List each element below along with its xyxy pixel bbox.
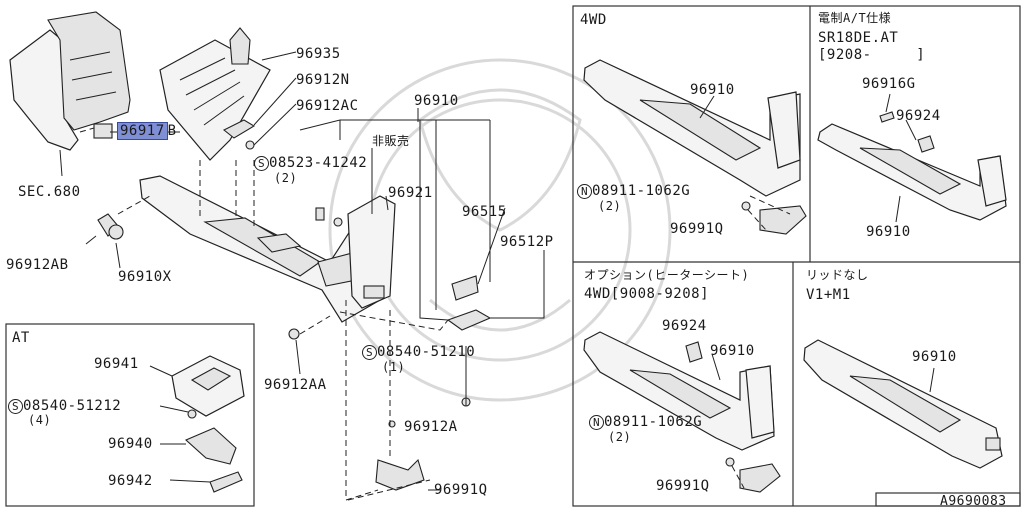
- label-96910X[interactable]: 96910X: [118, 269, 172, 285]
- shift-boot-drawing: [159, 27, 297, 161]
- label-96935[interactable]: 96935: [296, 46, 341, 62]
- bolt-part-number: 08523-41242: [269, 155, 368, 171]
- s-symbol: S: [8, 399, 23, 414]
- label-option-96924[interactable]: 96924: [662, 318, 707, 334]
- label-96912A[interactable]: 96912A: [404, 419, 458, 435]
- panel-at-spec-title1: 電制A/T仕様: [818, 11, 892, 25]
- n-symbol: N: [577, 184, 592, 199]
- n-symbol: N: [589, 415, 604, 430]
- watermark-emblem: [328, 58, 672, 402]
- label-96512P[interactable]: 96512P: [500, 234, 554, 250]
- diagram-code: A9690083: [940, 494, 1007, 509]
- clip-96912N-drawing: [222, 119, 256, 139]
- label-96940[interactable]: 96940: [108, 436, 153, 452]
- label-96912AA[interactable]: 96912AA: [264, 377, 327, 393]
- panel-at-spec-title2: SR18DE.AT: [818, 30, 899, 46]
- pad-96515-drawing: [451, 275, 479, 301]
- at-box-frame: [5, 323, 255, 507]
- panel-option-title1: オプション(ヒーターシート): [584, 268, 750, 282]
- panel-nolid-drawing: [803, 339, 1003, 469]
- panel-4wd-title: 4WD: [580, 12, 607, 28]
- label-at-spec-96916G[interactable]: 96916G: [862, 76, 916, 92]
- qty-08523: (2): [274, 171, 298, 185]
- bolt-part-number: 08540-51212: [23, 398, 122, 414]
- at-box-parts-drawing: [149, 355, 245, 493]
- s-symbol: S: [362, 345, 377, 360]
- label-96921[interactable]: 96921: [388, 185, 433, 201]
- nut-part-number: 08911-1062G: [604, 414, 703, 430]
- right-panels-frame: [572, 5, 1021, 507]
- label-at-spec-96924[interactable]: 96924: [896, 108, 941, 124]
- panel-option-title2: 4WD[9008-9208]: [584, 286, 710, 302]
- panel-at-spec-drawing: [817, 93, 1007, 223]
- label-nolid-96910[interactable]: 96910: [912, 349, 957, 365]
- label-96941[interactable]: 96941: [94, 356, 139, 372]
- panel-nolid-title1: リッドなし: [806, 268, 869, 282]
- label-96942[interactable]: 96942: [108, 473, 153, 489]
- panel-4wd-drawing: [583, 59, 807, 235]
- panel-option-drawing: [583, 331, 781, 493]
- s-symbol: S: [254, 156, 269, 171]
- qty-4wd-08911: (2): [598, 199, 622, 213]
- part-suffix: B: [167, 123, 177, 139]
- label-hihanbai: 非販売: [372, 134, 410, 148]
- label-at-spec-96910[interactable]: 96910: [866, 224, 911, 240]
- label-96910[interactable]: 96910: [414, 93, 459, 109]
- screw-96912AC-drawing: [245, 140, 255, 150]
- main-console-drawing: [139, 175, 396, 323]
- qty-08540a: (1): [382, 360, 406, 374]
- bolt-part-number: 08540-51210: [377, 344, 476, 360]
- nut-part-number: 08911-1062G: [592, 183, 691, 199]
- label-4wd-96991Q[interactable]: 96991Q: [670, 221, 724, 237]
- label-option-96910[interactable]: 96910: [710, 343, 755, 359]
- label-sec680[interactable]: SEC.680: [18, 184, 81, 200]
- sec680-panel-drawing: [9, 11, 131, 151]
- qty-08540-at: (4): [28, 413, 52, 427]
- panel-at-spec-title3: [9208- ]: [818, 47, 926, 63]
- bracket-96991Q-drawing: [375, 458, 425, 491]
- label-option-96991Q[interactable]: 96991Q: [656, 478, 710, 494]
- label-96991Q[interactable]: 96991Q: [434, 482, 488, 498]
- label-96515[interactable]: 96515: [462, 204, 507, 220]
- qty-option-08911: (2): [608, 430, 632, 444]
- leader-lines-main: [59, 108, 545, 501]
- label-96912AB[interactable]: 96912AB: [6, 257, 69, 273]
- label-4wd-96910[interactable]: 96910: [690, 82, 735, 98]
- label-96912N[interactable]: 96912N: [296, 72, 350, 88]
- highlighted-part-96917[interactable]: 96917: [117, 122, 168, 140]
- panel-nolid-title2: V1+M1: [806, 287, 851, 303]
- label-96912AC[interactable]: 96912AC: [296, 98, 359, 114]
- at-box-title: AT: [12, 330, 30, 346]
